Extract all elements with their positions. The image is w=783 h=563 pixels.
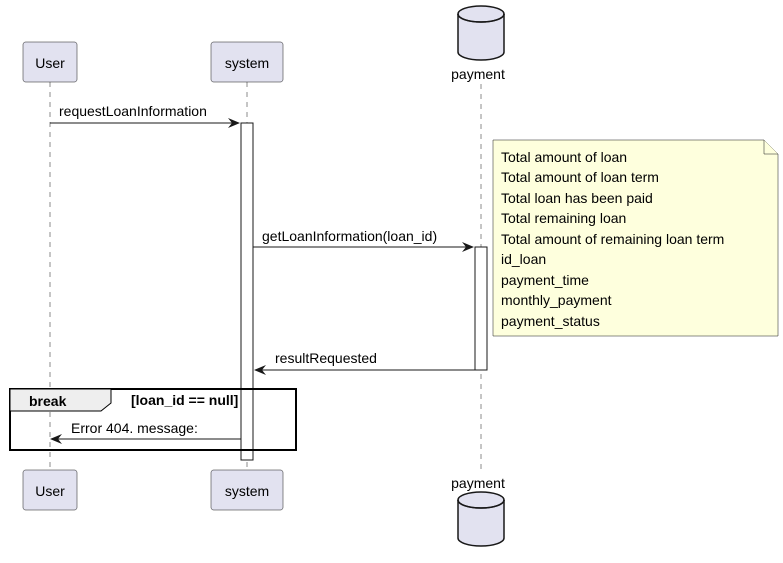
message-label: requestLoanInformation [59,103,207,119]
note-line: Total amount of loan term [501,169,659,185]
break-condition: [loan_id == null] [131,392,238,408]
participant-system-label: system [225,55,269,71]
message-label: getLoanInformation(loan_id) [262,228,437,244]
note-line: Total amount of remaining loan term [501,231,724,247]
participant-payment-top[interactable]: payment [451,5,505,82]
note-line: Total amount of loan [501,149,627,165]
participant-user-label: User [35,55,65,71]
message-label: resultRequested [275,350,377,366]
message-label: Error 404. message: [71,420,198,436]
arrowhead-icon [50,434,62,444]
message-get-loan-information[interactable]: getLoanInformation(loan_id) [253,228,474,252]
break-keyword: break [29,393,67,409]
note: Total amount of loan Total amount of loa… [492,139,779,337]
arrowhead-icon [254,365,266,375]
participant-system-top[interactable]: system [210,41,284,83]
note-line: payment_status [501,313,600,329]
note-line: payment_time [501,272,589,288]
database-icon [457,491,505,547]
participant-system-label: system [225,483,269,499]
note-line: Total remaining loan [501,210,626,226]
participant-user-label: User [35,483,65,499]
note-line: id_loan [501,251,546,267]
participant-payment-label: payment [451,475,505,491]
arrowhead-icon [228,118,240,128]
system-activation-bar [240,122,254,461]
message-request-loan-information[interactable]: requestLoanInformation [50,103,240,128]
participant-user-top[interactable]: User [22,41,78,83]
message-result-requested[interactable]: resultRequested [254,350,475,375]
participant-user-bottom[interactable]: User [22,469,78,511]
note-line: Total loan has been paid [501,190,653,206]
participant-system-bottom[interactable]: system [210,469,284,511]
database-icon [457,5,505,61]
break-frame: break [loan_id == null] [9,388,297,451]
participant-payment-label: payment [451,66,505,82]
participant-payment-bottom[interactable]: payment [451,475,505,547]
payment-activation-bar [474,246,488,371]
arrowhead-icon [462,242,474,252]
message-error-404[interactable]: Error 404. message: [50,420,241,444]
note-line: monthly_payment [501,292,612,308]
